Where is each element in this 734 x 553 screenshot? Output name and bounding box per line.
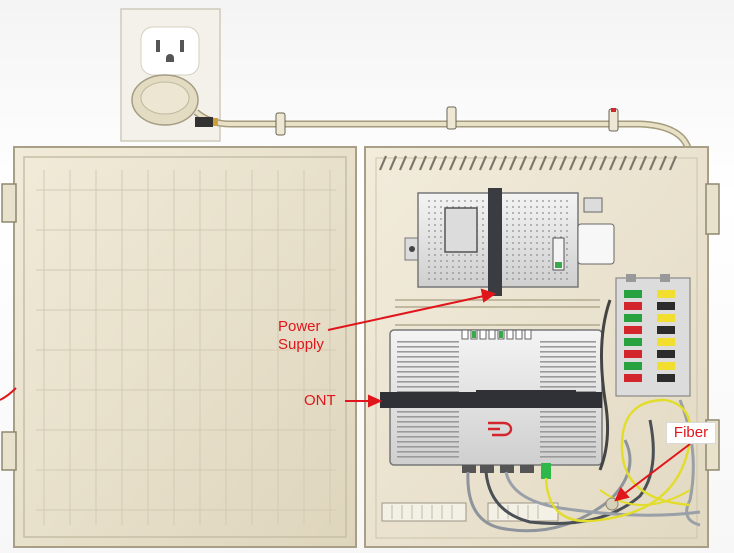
power-plug-icon bbox=[132, 75, 198, 125]
port-block bbox=[616, 274, 690, 396]
power-supply-label-line2: Supply bbox=[278, 336, 324, 354]
fiber-label-box: Fiber bbox=[666, 422, 716, 444]
ont-unit bbox=[380, 330, 602, 479]
power-supply-label: Power Supply bbox=[278, 318, 324, 354]
ont-label: ONT bbox=[304, 392, 336, 410]
fiber-label: Fiber bbox=[674, 424, 708, 442]
power-supply-label-line1: Power bbox=[278, 318, 324, 336]
